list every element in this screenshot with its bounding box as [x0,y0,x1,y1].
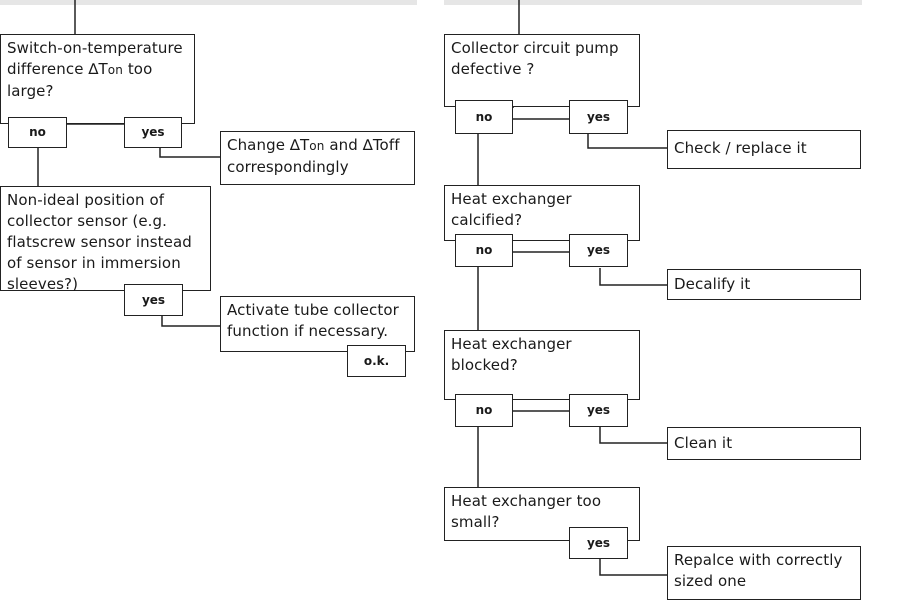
no-label-pump: no [455,100,513,134]
answer-clean-it-text: Clean it [674,434,733,452]
question-heat-exchanger-calcified-text: Heat exchanger calcified? [451,190,572,229]
question-pump-defective: Collector circuit pump defective ? [444,34,640,107]
yes-label-calcified: yes [569,234,628,267]
question-collector-sensor-position: Non-ideal position of collector sensor (… [0,186,211,293]
no-label-switch-on: no [8,117,67,148]
ok-label: o.k. [347,345,406,377]
yes-label-switch-on: yes [124,117,182,148]
answer-check-replace-text: Check / replace it [674,139,807,157]
no-label-blocked: no [455,394,513,427]
answer-decalify-text: Decalify it [674,275,751,293]
answer-activate-tube-collector-text: Activate tube collector function if nece… [227,301,399,340]
answer-change-delta-t: Change ∆Ton and ∆Toff correspondingly [220,131,415,185]
answer-change-delta-t-subscript: on [309,139,325,153]
right-top-divider [444,0,862,5]
question-heat-exchanger-blocked-text: Heat exchanger blocked? [451,335,572,374]
yes-label-pump: yes [569,100,628,134]
question-pump-defective-text: Collector circuit pump defective ? [451,39,619,78]
yes-label-blocked: yes [569,394,628,427]
question-heat-exchanger-too-small-text: Heat exchanger too small? [451,492,602,531]
left-top-divider [0,0,417,5]
answer-replace-correctly-sized: Repalce with correctly sized one [667,546,861,600]
answer-activate-tube-collector: Activate tube collector function if nece… [220,296,415,352]
answer-replace-correctly-sized-text: Repalce with correctly sized one [674,551,843,590]
yes-label-too-small: yes [569,527,628,559]
yes-label-sensor-position: yes [124,284,183,316]
answer-change-delta-t-pre: Change ∆T [227,136,310,154]
question-collector-sensor-position-text: Non-ideal position of collector sensor (… [7,191,192,293]
question-switch-on-temperature-subscript: on [107,63,123,77]
answer-decalify: Decalify it [667,269,861,300]
question-switch-on-temperature: Switch-on-temperature difference ∆Ton to… [0,34,195,124]
question-heat-exchanger-calcified: Heat exchanger calcified? [444,185,640,241]
question-heat-exchanger-blocked: Heat exchanger blocked? [444,330,640,400]
question-switch-on-temperature-suffix: too large? [7,60,153,100]
question-switch-on-temperature-prefix: Switch-on-temperature difference ∆T [7,39,183,78]
answer-clean-it: Clean it [667,427,861,460]
no-label-calcified: no [455,234,513,267]
answer-change-delta-t-post: and ∆Toff correspondingly [227,136,400,176]
answer-check-replace: Check / replace it [667,130,861,169]
